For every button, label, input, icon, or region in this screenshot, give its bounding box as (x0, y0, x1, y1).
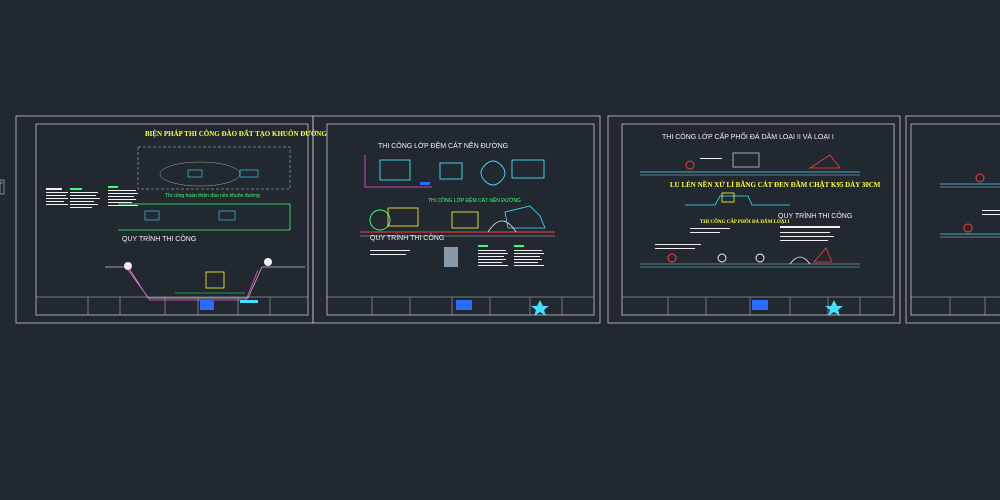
drawing-sheet-4[interactable] (905, 115, 1000, 324)
sheet-1-process-title: QUY TRÌNH THI CÔNG (122, 236, 197, 243)
sheet-3-subtitle-2: THI CÔNG CẤP PHỐI ĐÁ DĂM LOẠI I (700, 220, 790, 225)
sheet-2-title: THI CÔNG LỚP ĐỆM CÁT NỀN ĐƯỜNG (378, 143, 509, 150)
drawing-sheet-1[interactable] (15, 115, 314, 324)
drawing-sheet-2[interactable] (312, 115, 601, 324)
sheet-3-subtitle: LU LÈN NỀN XỬ LÍ BẰNG CÁT ĐEN ĐẦM CHẶT K… (670, 181, 881, 189)
sheet-3-title: THI CÔNG LỚP CẤP PHỐI ĐÁ DĂM LOẠI II VÀ … (662, 134, 834, 141)
sheet-2-subtitle: THI CÔNG LỚP ĐỆM CÁT NỀN ĐƯỜNG (428, 198, 521, 204)
drawing-sheet-3[interactable] (607, 115, 901, 324)
sheet-1-title: BIỆN PHÁP THI CÔNG ĐÀO ĐẤT TẠO KHUÔN ĐƯỜ… (145, 130, 327, 138)
ucs-icon (0, 179, 5, 195)
sheet-1-subtitle: Thi công hoàn thiện đào nền khuôn đường (165, 193, 260, 199)
sheet-2-process-title: QUY TRÌNH THI CÔNG (370, 235, 445, 242)
sheet-3-process-title: QUY TRÌNH THI CÔNG (778, 213, 853, 220)
